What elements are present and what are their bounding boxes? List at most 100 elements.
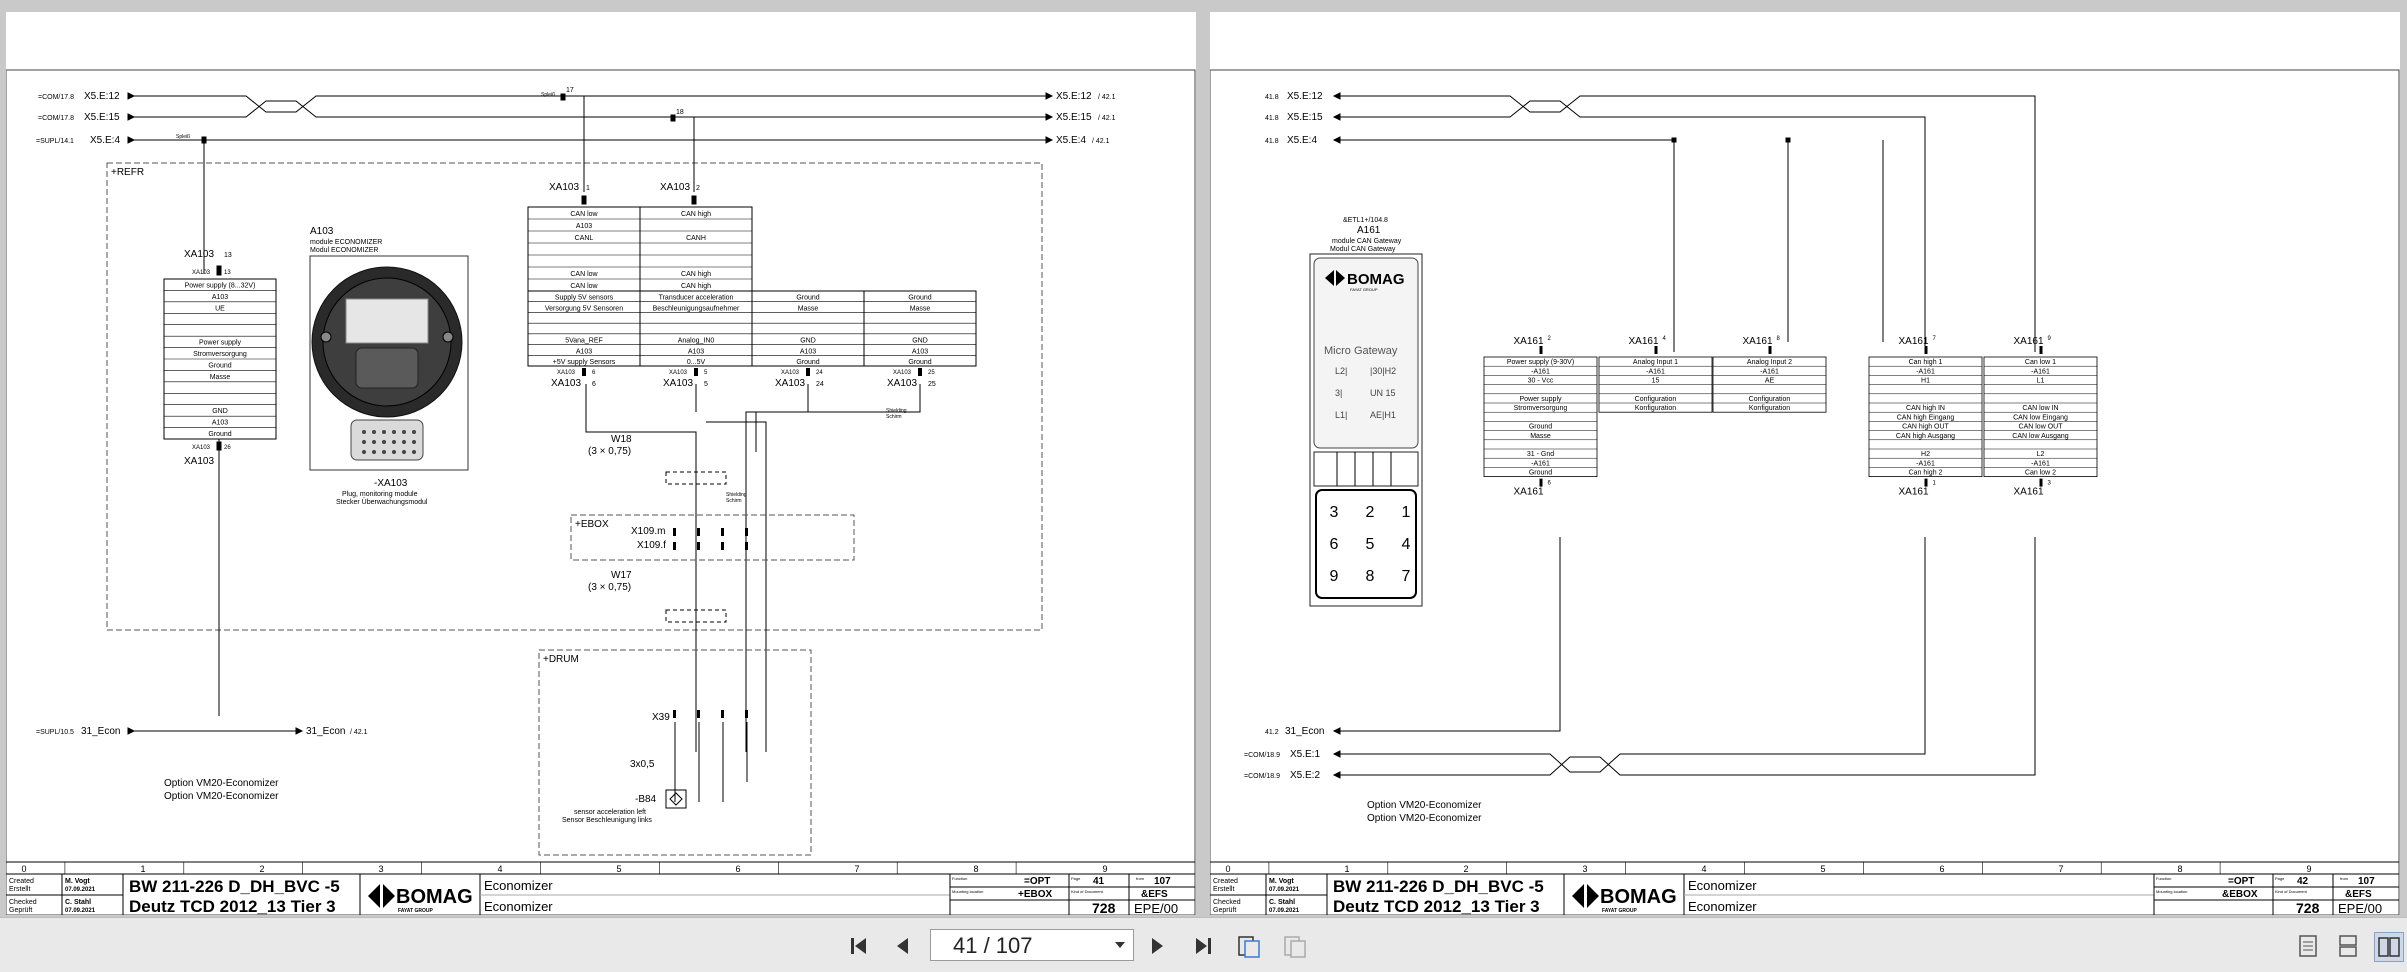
svg-text:M. Vogt: M. Vogt (1269, 878, 1294, 885)
svg-text:07.09.2021: 07.09.2021 (1269, 908, 1300, 914)
column-number: 2 (1463, 864, 1468, 874)
signal-right-name: X5.E:12 (1056, 91, 1092, 102)
pin-number: 6 (592, 381, 596, 388)
pin-marker (806, 368, 810, 376)
continuous-facing-icon[interactable] (1281, 932, 1309, 960)
svg-text:C. Stahl: C. Stahl (1269, 899, 1295, 906)
connector-label: XA103 (663, 378, 693, 389)
svg-text:3x0,5: 3x0,5 (630, 759, 655, 770)
splice-marker (670, 114, 676, 122)
splice-label: Spleiß (541, 92, 555, 98)
signal-name: X5.E:12 (84, 91, 120, 102)
svg-text:(3 × 0,75): (3 × 0,75) (588, 446, 631, 457)
first-page-icon[interactable] (845, 932, 873, 960)
gateway-pin: 7 (1402, 568, 1411, 585)
facing-pages-icon[interactable] (1235, 932, 1263, 960)
svg-text:X5.E:2: X5.E:2 (1290, 770, 1320, 781)
svg-text:X5.E:12: X5.E:12 (1287, 91, 1323, 102)
table-cell: CAN high IN (1906, 405, 1945, 412)
svg-text:FAYAT GROUP: FAYAT GROUP (1350, 287, 1378, 292)
table-cell: GND (912, 338, 928, 345)
column-number: 8 (2177, 864, 2182, 874)
table-cell: CAN low (570, 271, 598, 278)
connector-label: XA161 (2013, 336, 2043, 347)
svg-text:&EBOX: &EBOX (2222, 889, 2258, 900)
svg-text:FAYAT GROUP: FAYAT GROUP (1602, 908, 1637, 914)
svg-text:EPE/00: EPE/00 (1134, 901, 1178, 915)
svg-text:&EFS: &EFS (1141, 889, 1168, 900)
table-cell: 15 (1652, 378, 1660, 385)
table-cell: A103 (800, 348, 816, 355)
gateway-pin: 2 (1366, 504, 1375, 521)
table-cell: Konfiguration (1635, 405, 1676, 412)
signal-x5e15: 41.8 X5.E:15 (1265, 100, 1926, 352)
svg-text:Economizer: Economizer (484, 899, 553, 914)
two-page-icon[interactable] (2374, 932, 2404, 962)
column-number: 2 (259, 864, 264, 874)
table-cell: Beschleunigungsaufnehmer (653, 305, 740, 312)
signal-to: / 42.1 (1098, 115, 1116, 122)
next-page-icon[interactable] (1143, 932, 1171, 960)
pin-marker (918, 368, 922, 376)
single-page-icon[interactable] (2294, 932, 2322, 960)
table-cell: Supply 5V sensors (555, 295, 614, 302)
pin-number: 9 (2048, 336, 2052, 342)
connector-label: XA103 (775, 378, 805, 389)
table-cell: CAN low OUT (2019, 424, 2064, 431)
svg-text:X5.E:1: X5.E:1 (1290, 749, 1320, 760)
svg-text:2: 2 (696, 185, 700, 192)
signal-x5e12: 41.8 X5.E:12 (1265, 91, 2036, 352)
xa103-supply-block: XA103 13 XA103 13 Power supply (8...32V)… (163, 249, 277, 716)
svg-text:sensor acceleration left: sensor acceleration left (574, 809, 646, 816)
refr-label: +REFR (111, 167, 144, 178)
table-cell: Can high 1 (1909, 359, 1943, 366)
table-cell: CAN high (681, 283, 711, 290)
column-number: 3 (1582, 864, 1587, 874)
page-number-select[interactable]: 41 / 107 (930, 929, 1134, 961)
connector-ref: -XA103 (374, 478, 408, 489)
table-cell: Ground (908, 295, 931, 302)
table-cell: GND (800, 338, 816, 345)
signal-31-econ: 41.2 31_Econ (1265, 537, 1561, 737)
svg-text:Created: Created (1213, 878, 1238, 885)
svg-text:EPE/00: EPE/00 (2338, 901, 2382, 915)
table-cell: CAN low (570, 283, 598, 290)
table-cell: Can low 1 (2025, 359, 2056, 366)
pin-label: XA103 (781, 370, 800, 376)
single-continuous-icon[interactable] (2334, 932, 2362, 960)
connector-label: XA161 (1513, 336, 1543, 347)
svg-text:XA103: XA103 (192, 270, 211, 276)
gateway-pin: 1 (1402, 504, 1411, 521)
svg-text:Economizer: Economizer (1688, 899, 1757, 914)
splice-number: 17 (566, 87, 574, 94)
table-cell: Masse (910, 305, 931, 312)
svg-text:728: 728 (1092, 900, 1116, 915)
svg-text:Economizer: Economizer (484, 878, 553, 893)
svg-text:Sensor Beschleunigung links: Sensor Beschleunigung links (562, 817, 652, 824)
signal-right-name: X5.E:15 (1056, 112, 1092, 123)
table-cell: -A161 (1916, 460, 1935, 467)
gateway-pin: 8 (1366, 568, 1375, 585)
svg-text:31_Econ: 31_Econ (306, 726, 345, 737)
svg-text:X39: X39 (652, 712, 670, 723)
svg-text:Page: Page (2275, 876, 2285, 881)
pin-label: XA103 (669, 370, 688, 376)
table-cell: -A161 (1646, 368, 1665, 375)
chevron-down-icon (1115, 942, 1125, 948)
connector-label: XA161 (1513, 487, 1543, 498)
bomag-logo: BOMAG FAYAT GROUP (1572, 884, 1677, 914)
signal-x5e1: =COM/18.9 X5.E:1 (1244, 537, 1926, 773)
table-cell: Versorgung 5V Sensoren (545, 305, 623, 312)
svg-text:Schirm: Schirm (726, 498, 742, 504)
last-page-icon[interactable] (1189, 932, 1217, 960)
table-cell: Ground (208, 431, 231, 438)
pin-number: 25 (928, 381, 936, 388)
drawing-frame (6, 69, 1196, 915)
ebox-area (570, 514, 855, 561)
svg-text:Schirm: Schirm (886, 414, 902, 420)
connector-label: XA161 (1898, 487, 1928, 498)
prev-page-icon[interactable] (889, 932, 917, 960)
